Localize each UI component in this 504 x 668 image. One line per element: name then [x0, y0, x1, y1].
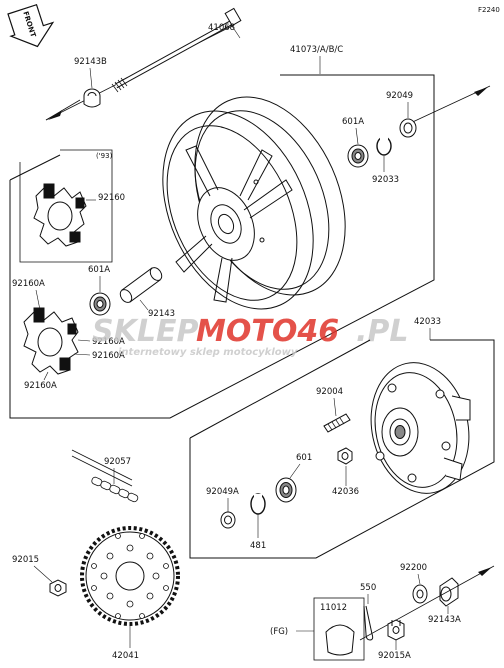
label-cotter: 550 — [360, 583, 376, 593]
coupling-group-frame — [189, 339, 495, 559]
label-damper-top: 92160 — [98, 193, 125, 203]
label-sprocket: 42041 — [112, 651, 139, 661]
circlip-top-part — [376, 136, 392, 156]
watermark-brand-1: SKLEP — [92, 314, 198, 349]
tool-box — [313, 597, 365, 661]
circlip-low-part — [250, 493, 266, 515]
cotter-pin-part — [363, 605, 374, 641]
label-sprocket-nut: 92015 — [12, 555, 39, 565]
coupling-hub-part — [370, 362, 471, 494]
label-damper-a3: 92160A — [92, 351, 125, 361]
label-wheel: 41073/A/B/C — [290, 45, 343, 55]
collar-nut-part — [83, 88, 101, 108]
label-hub-nut: 42036 — [332, 487, 359, 497]
watermark-brand-2: MOTO46 — [196, 314, 339, 349]
label-oil-seal-top: 92049 — [386, 91, 413, 101]
oil-seal-top-part — [399, 118, 417, 138]
washer-part — [412, 584, 428, 604]
label-axle: 41068 — [208, 23, 235, 33]
stud-part — [323, 413, 351, 433]
bearing-mid-part — [89, 292, 111, 316]
label-bearing-top: 601A — [342, 117, 364, 127]
cap-part — [325, 624, 355, 656]
label-collar-nut: 92143B — [74, 57, 107, 67]
label-bearing-mid: 601A — [88, 265, 110, 275]
chain-part — [71, 449, 139, 503]
watermark: SKLEP MOTO46 .PL internetowy sklep motoc… — [92, 314, 409, 358]
diagram-code: F2240 — [478, 6, 500, 14]
sleeve-part — [119, 267, 163, 303]
label-bearing-low: 601 — [296, 453, 312, 463]
label-axle-nut: 92143A — [428, 615, 461, 625]
hub-nut-part — [337, 447, 353, 465]
damper-rubber-a-part — [23, 307, 79, 375]
label-circlip-top: 92033 — [372, 175, 399, 185]
bearing-low-part — [275, 477, 297, 503]
front-arrow-badge: FRONT — [7, 3, 55, 48]
label-coupling: 42033 — [414, 317, 441, 327]
label-washer: 92200 — [400, 563, 427, 573]
label-damper-a: 92160A — [12, 279, 45, 289]
castle-nut-part — [387, 619, 405, 641]
label-seal-low: 92049A — [206, 487, 239, 497]
damper-rubber-top-part — [33, 183, 87, 247]
label-damper-a2: 92160A — [92, 337, 125, 347]
axle-part — [111, 7, 242, 93]
bearing-top-part — [347, 144, 369, 168]
watermark-tagline: internetowy sklep motocyklowy — [118, 347, 298, 358]
label-year-note: ('93) — [96, 152, 113, 160]
label-castle-nut: 92015A — [378, 651, 411, 661]
axle-nut-part — [439, 577, 459, 607]
label-stud: 92004 — [316, 387, 343, 397]
year-note-box — [19, 149, 113, 263]
wheel-group-frame — [9, 74, 435, 419]
label-fg: (FG) — [270, 627, 288, 637]
sprocket-nut-part — [49, 579, 67, 597]
label-tool: 11012 — [320, 603, 347, 613]
sprocket-part — [80, 526, 180, 626]
label-circlip-low: 481 — [250, 541, 266, 551]
rear-wheel-part — [162, 96, 346, 310]
label-chain: 92057 — [104, 457, 131, 467]
label-damper-a4: 92160A — [24, 381, 57, 391]
label-sleeve: 92143 — [148, 309, 175, 319]
axle-nut-leader — [359, 565, 495, 641]
seal-low-part — [220, 511, 236, 529]
